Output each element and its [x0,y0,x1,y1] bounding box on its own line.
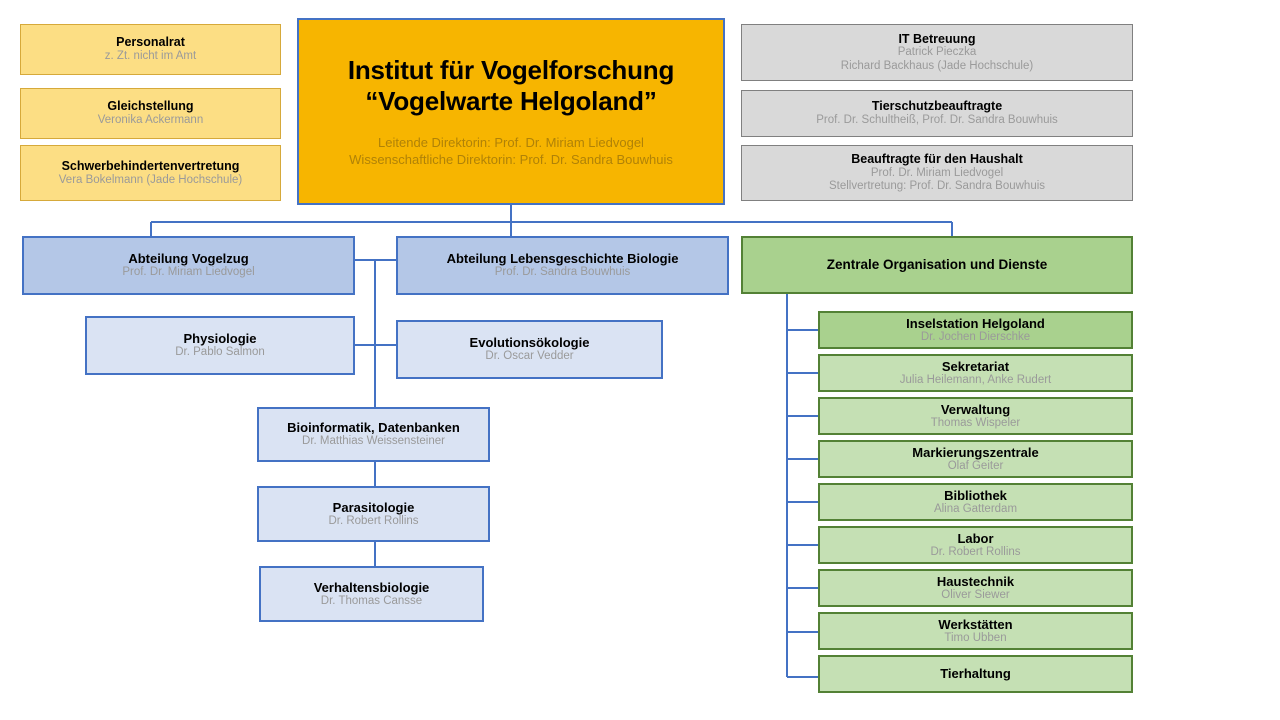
root-title-line-2: “Vogelwarte Helgoland” [365,86,657,117]
node-title: Zentrale Organisation und Dienste [826,257,1048,273]
node-title: Markierungszentrale [912,444,1039,460]
node-tierhaltung[interactable]: Tierhaltung [818,655,1133,693]
node-title: Inselstation Helgoland [906,315,1045,331]
node-subtitle: Prof. Dr. Sandra Bouwhuis [494,266,631,279]
node-schwerbehindertenvertretung[interactable]: Schwerbehindertenvertretung Vera Bokelma… [20,145,281,201]
node-title: IT Betreuung [898,31,976,46]
node-subtitle: z. Zt. nicht im Amt [104,50,197,63]
node-beauftragte-haushalt[interactable]: Beauftragte für den Haushalt Prof. Dr. M… [741,145,1133,201]
node-labor[interactable]: Labor Dr. Robert Rollins [818,526,1133,564]
node-subtitle: Prof. Dr. Miriam Liedvogel [122,266,255,279]
node-title: Gleichstellung [107,99,194,114]
root-director-line-2: Wissenschaftliche Direktorin: Prof. Dr. … [349,151,673,167]
node-subtitle: Dr. Robert Rollins [328,514,419,527]
node-gleichstellung[interactable]: Gleichstellung Veronika Ackermann [20,88,281,139]
node-title: Parasitologie [332,499,415,515]
node-title: Werkstätten [938,616,1013,632]
node-title: Sekretariat [941,358,1010,374]
node-inselstation-helgoland[interactable]: Inselstation Helgoland Dr. Jochen Diersc… [818,311,1133,349]
node-bioinformatik-datenbanken[interactable]: Bioinformatik, Datenbanken Dr. Matthias … [257,407,490,462]
node-subtitle: Dr. Pablo Salmon [175,346,265,359]
node-title: Abteilung Vogelzug [128,251,249,267]
node-subtitle: Thomas Wispeler [930,416,1021,429]
node-bibliothek[interactable]: Bibliothek Alina Gatterdam [818,483,1133,521]
node-evolutionsoekologie[interactable]: Evolutionsökologie Dr. Oscar Vedder [396,320,663,379]
node-title: Bioinformatik, Datenbanken [287,420,460,436]
node-zentrale-organisation-und-dienste[interactable]: Zentrale Organisation und Dienste [741,236,1133,294]
node-subtitle: Olaf Geiter [947,459,1004,472]
node-it-betreuung[interactable]: IT Betreuung Patrick Pieczka Richard Bac… [741,24,1133,81]
node-subtitle: Dr. Robert Rollins [930,545,1021,558]
node-subtitle: Prof. Dr. Miriam Liedvogel [870,166,1004,179]
node-subtitle: Dr. Oscar Vedder [485,350,574,363]
node-werkstaetten[interactable]: Werkstätten Timo Ubben [818,612,1133,650]
node-markierungszentrale[interactable]: Markierungszentrale Olaf Geiter [818,440,1133,478]
node-subtitle: Prof. Dr. Schultheiß, Prof. Dr. Sandra B… [816,114,1058,127]
node-subtitle: Patrick Pieczka [897,46,977,59]
node-physiologie[interactable]: Physiologie Dr. Pablo Salmon [85,316,355,375]
node-tierschutzbeauftragte[interactable]: Tierschutzbeauftragte Prof. Dr. Schulthe… [741,90,1133,137]
node-haustechnik[interactable]: Haustechnik Oliver Siewer [818,569,1133,607]
node-subtitle-2: Stellvertretung: Prof. Dr. Sandra Bouwhu… [828,180,1046,193]
node-abteilung-lebensgeschichte-biologie[interactable]: Abteilung Lebensgeschichte Biologie Prof… [396,236,729,295]
node-subtitle: Julia Heilemann, Anke Rudert [899,373,1052,386]
node-title: Evolutionsökologie [469,335,590,351]
node-subtitle: Vera Bokelmann (Jade Hochschule) [58,173,243,186]
node-title: Personalrat [116,35,185,50]
root-title-line-1: Institut für Vogelforschung [347,55,675,86]
node-verhaltensbiologie[interactable]: Verhaltensbiologie Dr. Thomas Cansse [259,566,484,622]
node-title: Schwerbehindertenvertretung [61,158,240,173]
node-subtitle-2: Richard Backhaus (Jade Hochschule) [840,59,1034,72]
node-subtitle: Veronika Ackermann [97,114,204,127]
node-abteilung-vogelzug[interactable]: Abteilung Vogelzug Prof. Dr. Miriam Lied… [22,236,355,295]
root-director-line-1: Leitende Direktorin: Prof. Dr. Miriam Li… [378,134,644,150]
node-institut-root[interactable]: Institut für Vogelforschung “Vogelwarte … [297,18,725,205]
node-title: Tierschutzbeauftragte [871,99,1003,114]
node-title: Physiologie [183,331,257,347]
node-title: Bibliothek [944,487,1007,503]
node-personalrat[interactable]: Personalrat z. Zt. nicht im Amt [20,24,281,75]
node-verwaltung[interactable]: Verwaltung Thomas Wispeler [818,397,1133,435]
node-title: Verhaltensbiologie [313,579,430,595]
node-title: Abteilung Lebensgeschichte Biologie [446,251,679,267]
node-sekretariat[interactable]: Sekretariat Julia Heilemann, Anke Rudert [818,354,1133,392]
node-title: Tierhaltung [940,666,1011,682]
node-subtitle: Timo Ubben [944,631,1007,644]
node-title: Labor [957,530,994,546]
node-title: Haustechnik [936,573,1015,589]
node-title: Beauftragte für den Haushalt [851,152,1023,167]
node-subtitle: Dr. Jochen Dierschke [920,330,1031,343]
node-subtitle: Dr. Thomas Cansse [320,594,423,607]
node-subtitle: Dr. Matthias Weissensteiner [302,435,445,448]
node-subtitle: Alina Gatterdam [933,502,1018,515]
node-parasitologie[interactable]: Parasitologie Dr. Robert Rollins [257,486,490,542]
node-subtitle: Oliver Siewer [941,588,1010,601]
node-title: Verwaltung [940,401,1011,417]
